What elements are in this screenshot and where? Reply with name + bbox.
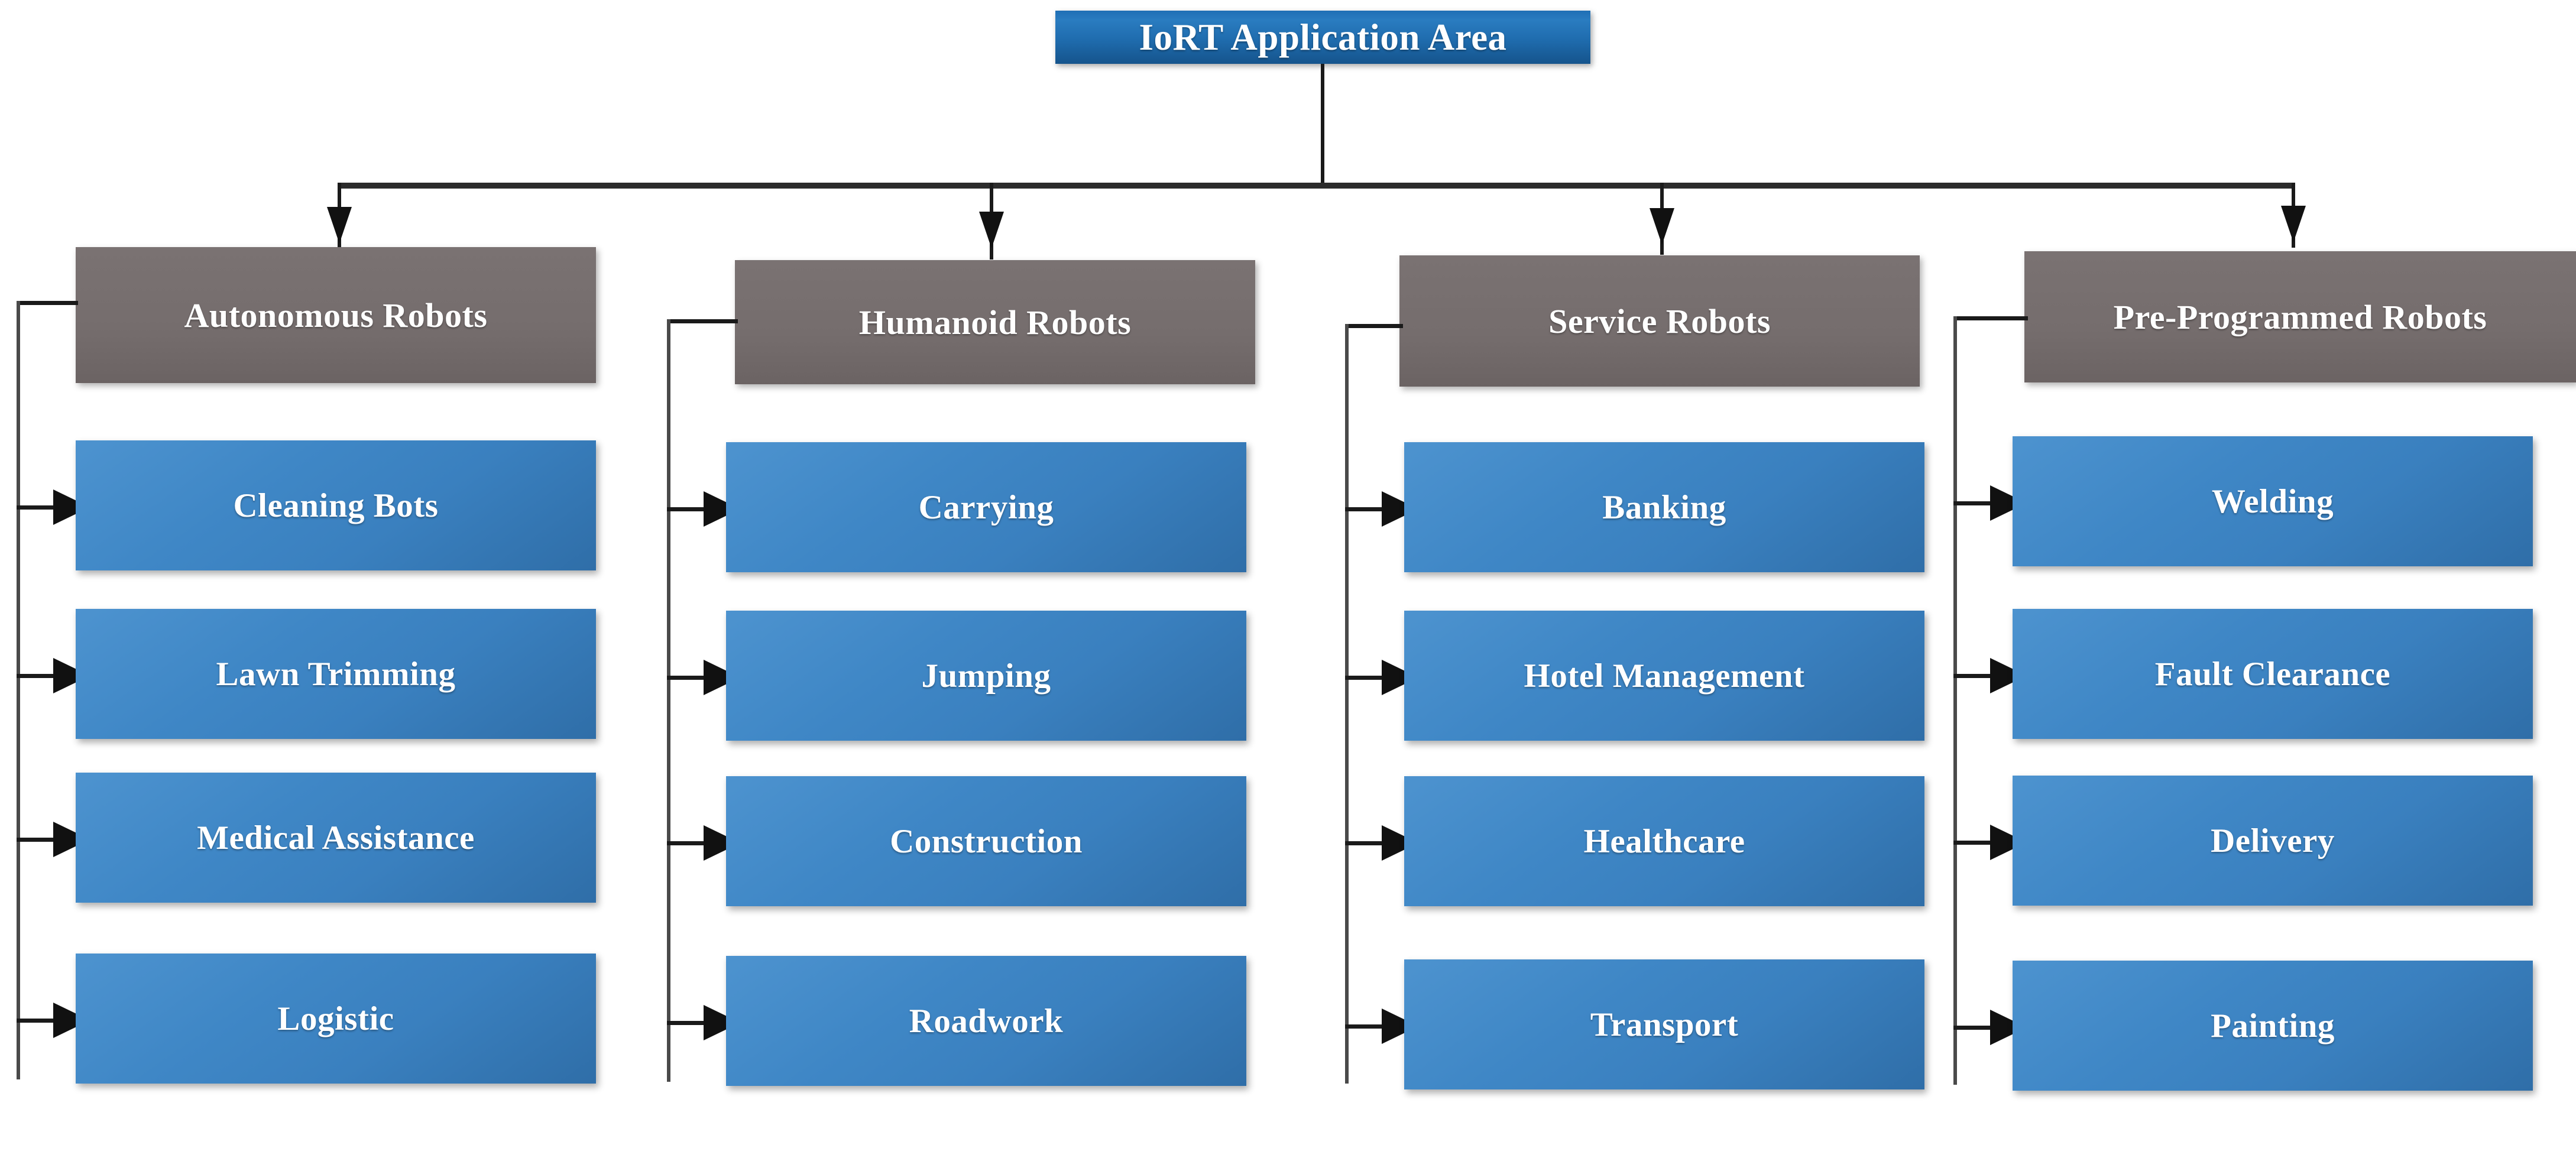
leaf-connector-4-1 [1953,501,1997,505]
branch-spine-1 [17,301,20,1079]
leaf-node-fault-clearance: Fault Clearance [2013,609,2533,739]
leaf-connector-2-2 [667,676,711,680]
category-label-3: Service Robots [1548,301,1771,340]
leaf-node-hotel-management: Hotel Management [1404,611,1924,741]
arrow-down-icon-col-3 [1650,208,1674,245]
leaf-label-3-2: Hotel Management [1524,657,1805,695]
leaf-label-3-4: Transport [1590,1006,1739,1043]
leaf-label-2-1: Carrying [918,488,1054,526]
leaf-connector-3-4 [1345,1024,1389,1029]
branch-spine-3 [1345,324,1349,1084]
leaf-label-4-4: Painting [2211,1007,2335,1045]
leaf-connector-1-2 [17,674,60,678]
category-inlet-connector-4 [1953,316,2028,320]
leaf-label-3-3: Healthcare [1583,822,1745,860]
leaf-connector-2-3 [667,841,711,845]
arrow-down-icon-col-1 [327,207,352,244]
leaf-connector-4-4 [1953,1026,1997,1030]
leaf-connector-3-1 [1345,507,1389,511]
leaf-connector-3-3 [1345,841,1389,845]
category-node-humanoid-robots: Humanoid Robots [735,260,1255,384]
leaf-label-4-3: Delivery [2211,822,2335,860]
leaf-node-logistic: Logistic [76,954,596,1084]
branch-spine-2 [667,319,670,1082]
leaf-connector-4-3 [1953,841,1997,845]
leaf-node-jumping: Jumping [726,611,1246,741]
leaf-label-1-3: Medical Assistance [197,819,475,857]
category-label-4: Pre-Programmed Robots [2113,297,2487,336]
root-node-iort-application-area: IoRT Application Area [1055,11,1590,64]
category-node-service-robots: Service Robots [1399,255,1920,387]
leaf-node-medical-assistance: Medical Assistance [76,773,596,903]
leaf-node-painting: Painting [2013,961,2533,1091]
leaf-node-carrying: Carrying [726,442,1246,572]
leaf-node-delivery: Delivery [2013,776,2533,906]
leaf-label-3-1: Banking [1602,488,1726,526]
leaf-node-healthcare: Healthcare [1404,776,1924,906]
leaf-connector-1-3 [17,838,60,842]
leaf-label-1-1: Cleaning Bots [233,487,439,524]
category-inlet-connector-2 [667,319,738,323]
leaf-node-roadwork: Roadwork [726,956,1246,1086]
category-label-2: Humanoid Robots [858,303,1132,342]
leaf-node-construction: Construction [726,776,1246,906]
root-stem-connector [1321,64,1324,186]
leaf-label-4-2: Fault Clearance [2154,655,2391,693]
arrow-down-icon-col-4 [2281,206,2306,242]
category-inlet-connector-3 [1345,324,1403,328]
leaf-node-welding: Welding [2013,436,2533,566]
leaf-connector-1-4 [17,1019,60,1023]
leaf-node-lawn-trimming: Lawn Trimming [76,609,596,739]
leaf-node-cleaning-bots: Cleaning Bots [76,440,596,570]
category-inlet-connector-1 [17,301,78,305]
branch-spine-4 [1953,316,1957,1085]
leaf-label-2-4: Roadwork [909,1002,1064,1040]
leaf-label-2-2: Jumping [921,657,1051,695]
root-node-label: IoRT Application Area [1139,16,1507,58]
leaf-connector-3-2 [1345,676,1389,680]
distribution-bus-connector [339,183,2294,189]
leaf-connector-1-1 [17,505,60,510]
leaf-connector-2-4 [667,1021,711,1025]
leaf-connector-2-1 [667,507,711,511]
category-node-pre-programmed-robots: Pre-Programmed Robots [2024,251,2576,382]
leaf-label-1-4: Logistic [277,1000,394,1037]
leaf-label-1-2: Lawn Trimming [216,655,456,693]
category-node-autonomous-robots: Autonomous Robots [76,247,596,383]
leaf-connector-4-2 [1953,674,1997,678]
leaf-node-transport: Transport [1404,959,1924,1089]
leaf-node-banking: Banking [1404,442,1924,572]
category-label-1: Autonomous Robots [184,296,488,335]
leaf-label-4-1: Welding [2211,482,2334,520]
arrow-down-icon-col-2 [979,212,1004,248]
leaf-label-2-3: Construction [890,822,1083,860]
